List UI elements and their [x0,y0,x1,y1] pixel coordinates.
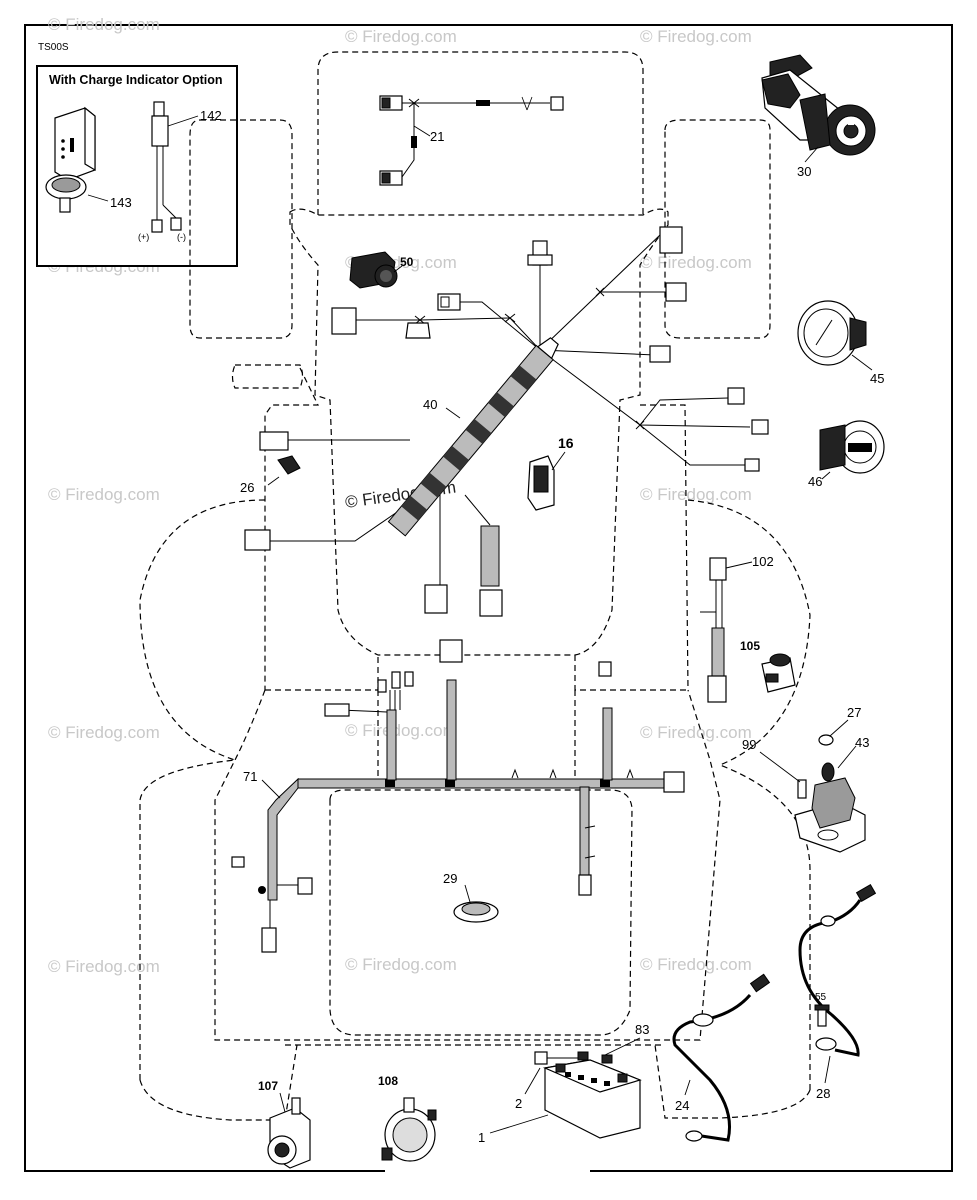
relay-16-part [527,455,555,511]
tractor-outline [139,51,811,1121]
watermark-text: © Firedog.com [640,723,752,742]
diagram-frame [24,24,953,1172]
plus-terminal-label: (+) [138,232,149,242]
callout-55: 55 [815,992,827,1003]
seat-switch-part [453,901,499,923]
callout-71: 71 [243,769,257,784]
solenoid-107-part [267,1097,311,1169]
main-harness-part [244,226,769,617]
cable-28-part [798,883,877,1057]
diagram-code: TS00S [38,42,69,53]
callout-40: 40 [423,397,437,412]
callout-46: 46 [808,474,822,489]
callout-83: 83 [635,1022,649,1037]
callout-28: 28 [816,1086,830,1101]
watermark-text: © Firedog.com [48,957,160,976]
callout-108: 108 [378,1074,398,1088]
hour-meter-part [819,420,885,474]
callout-1: 1 [478,1130,485,1145]
solenoid-part [794,734,866,853]
watermark-text: © Firedog.com [640,27,752,46]
callout-27: 27 [847,705,861,720]
charge-indicator-inset: With Charge Indicator Option 143 142 (+)… [36,65,238,267]
watermark-text: © Firedog.com [48,485,160,504]
switch-50-part [349,251,398,289]
ammeter-gauge-part [797,300,867,366]
watermark-text: © Firedog.com [640,485,752,504]
callout-102: 102 [752,554,774,569]
minus-terminal-label: (-) [177,232,186,242]
watermark-text: © Firedog.com [640,955,752,974]
callout-21: 21 [430,129,444,144]
callout-50: 50 [400,255,414,269]
watermark-text: © Firedog.com [48,15,160,34]
callout-29: 29 [443,871,457,886]
solenoid-108-part [381,1097,437,1162]
callout-107: 107 [258,1079,278,1093]
callout-105: 105 [740,639,760,653]
callout-45: 45 [870,371,884,386]
watermark-text: © Firedog.com [640,253,752,272]
battery-part [534,1051,642,1139]
watermark-text: © Firedog.com [48,723,160,742]
charge-harness-part [151,101,182,233]
callout-24: 24 [675,1098,689,1113]
watermark-text: © Firedog.com [345,955,457,974]
switch-105-part [761,653,796,693]
callout-16: 16 [558,435,574,451]
watermark-text: © Firedog.com [345,721,457,740]
callout-43: 43 [855,735,869,750]
ignition-switch-part [761,54,876,156]
watermark-text: © Firedog.com [345,27,457,46]
bolt-55-part [814,1004,830,1027]
callout-143: 143 [110,195,132,210]
cable-24-part [672,973,771,1142]
inset-title: With Charge Indicator Option [49,73,223,87]
rear-harness-part [231,639,685,953]
callout-99: 99 [742,737,756,752]
callout-26: 26 [240,480,254,495]
callout-30: 30 [797,164,811,179]
callout-142: 142 [200,108,222,123]
callout-2: 2 [515,1096,522,1111]
harness-102-part [700,557,727,703]
headlight-harness-part [379,95,564,186]
charge-indicator-part [45,106,96,213]
